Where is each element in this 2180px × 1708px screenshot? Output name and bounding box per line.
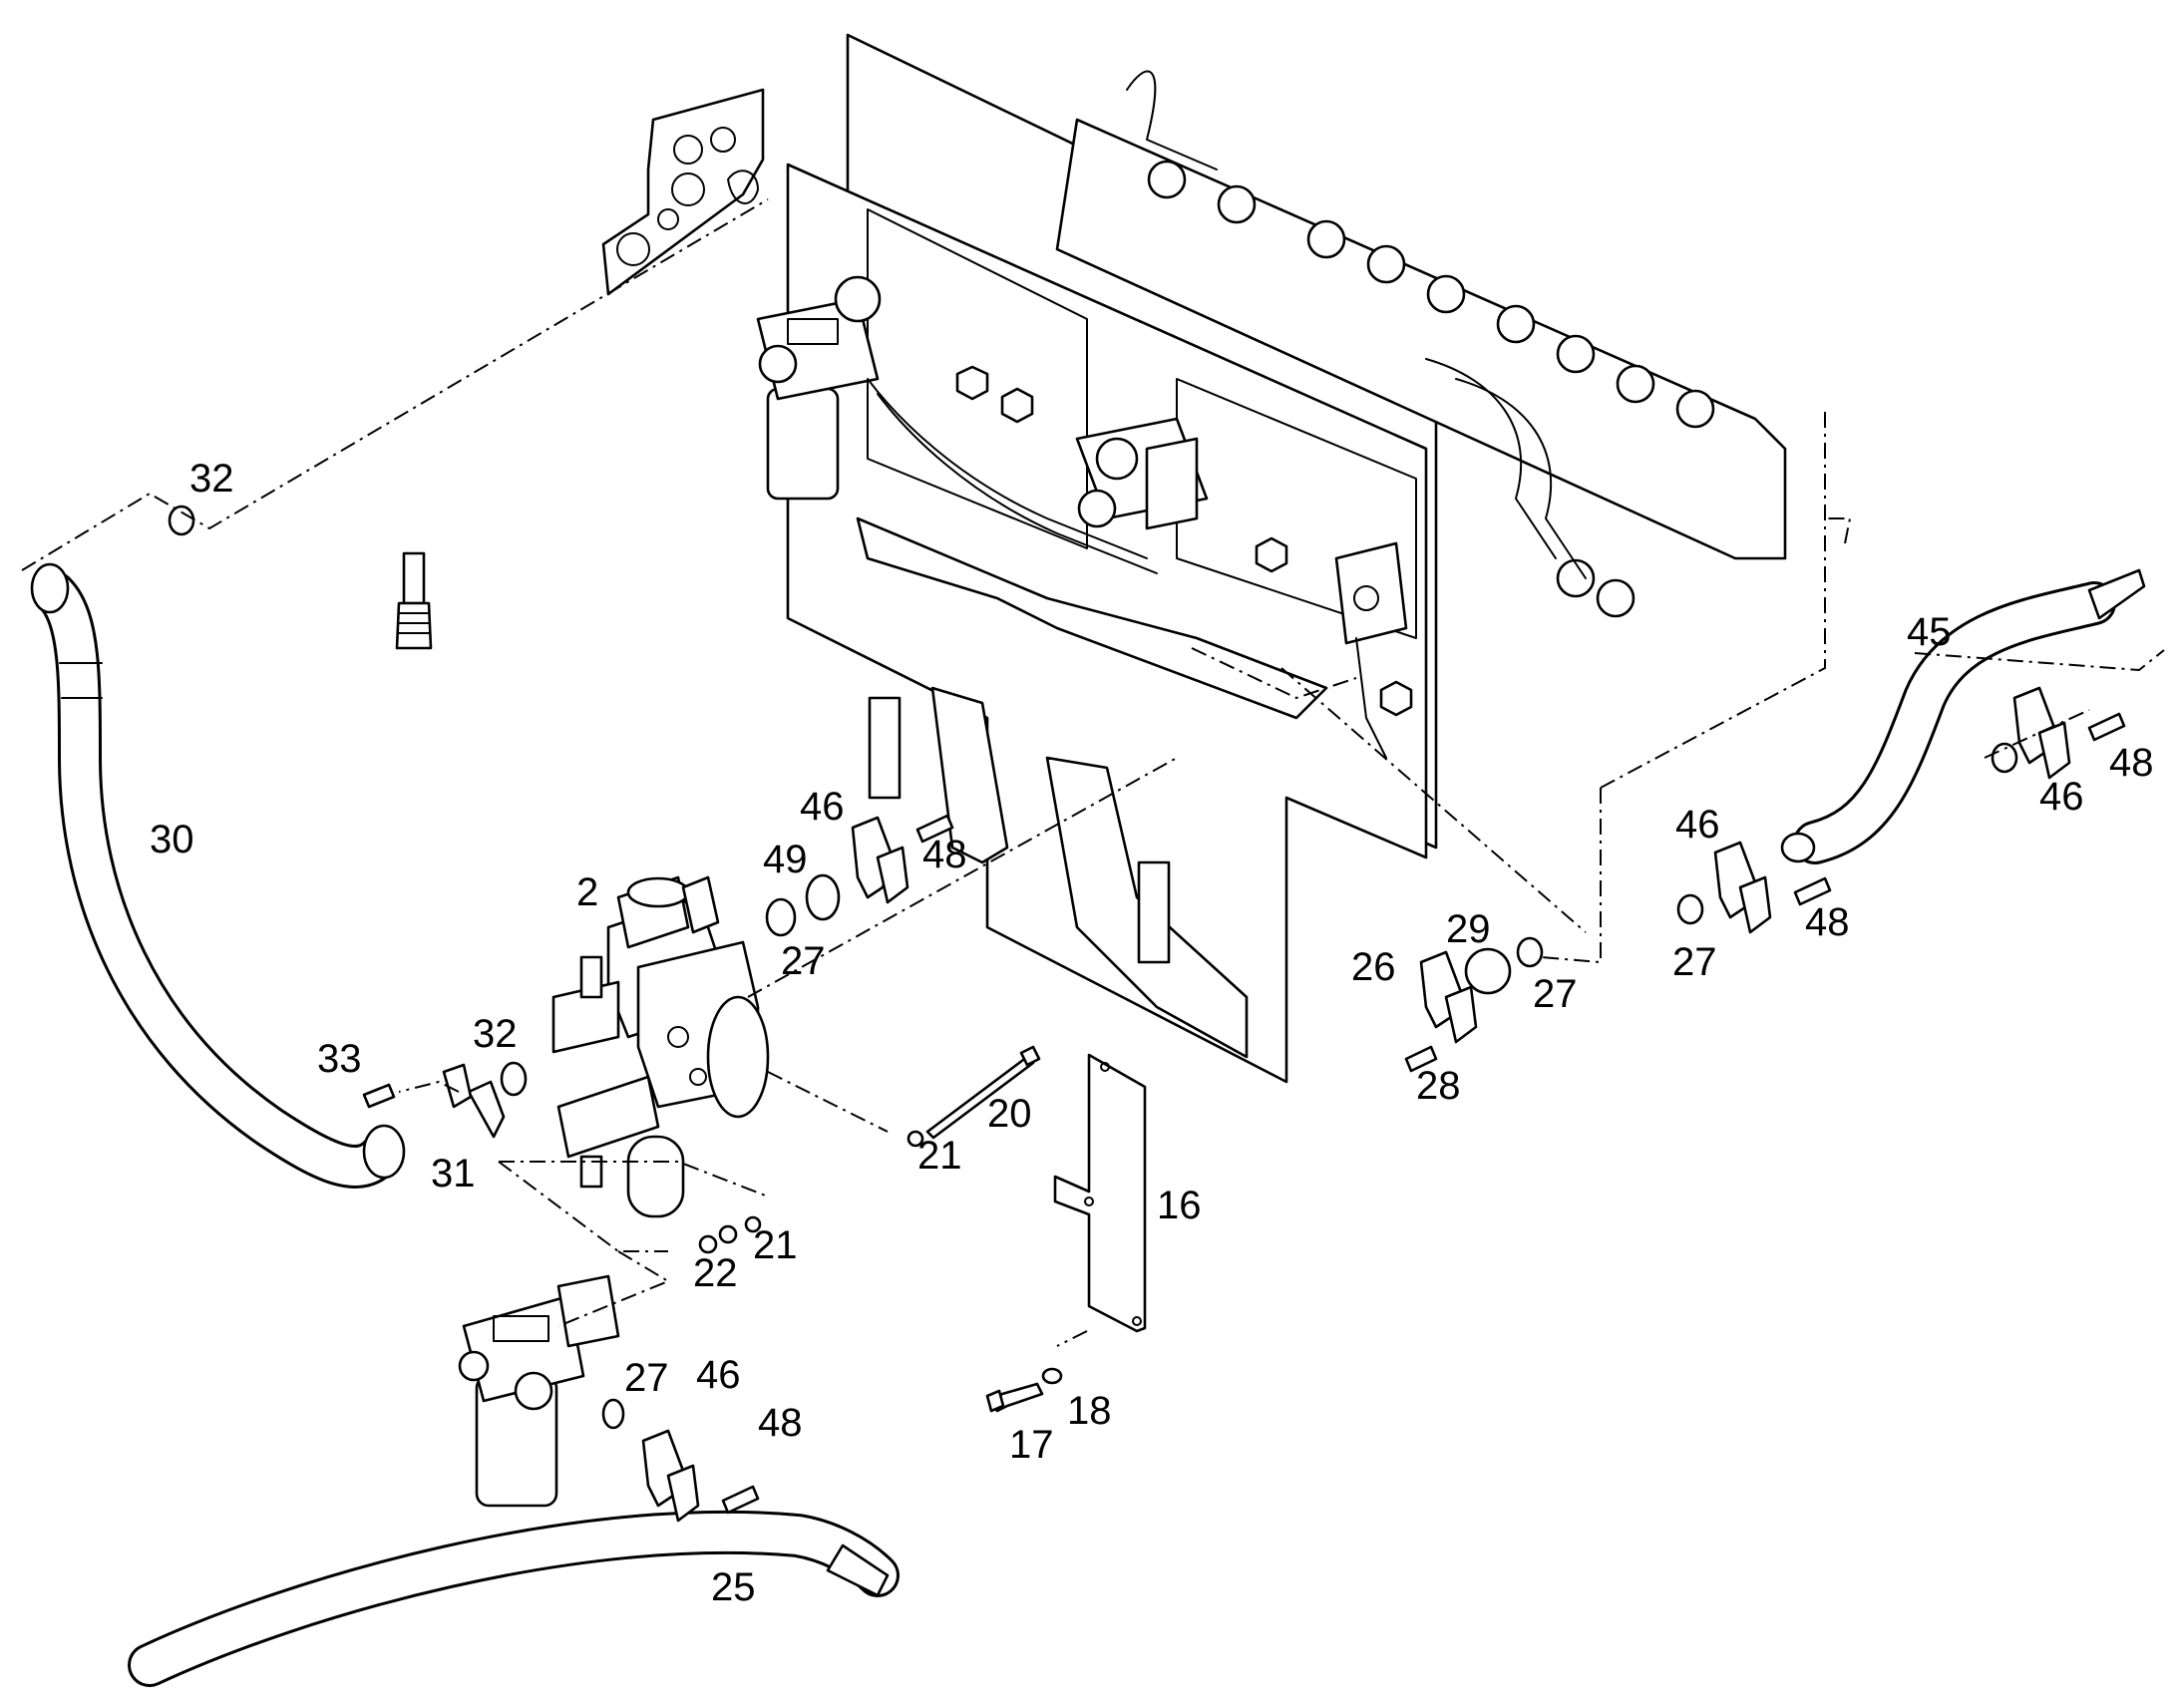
callout-16: 16 [1157,1184,1202,1227]
callout-27-a: 27 [781,939,826,983]
callout-21-b: 21 [753,1223,798,1267]
lower-filter [458,1274,620,1508]
callout-17: 17 [1009,1423,1054,1467]
callout-labels: 2 16 17 18 20 21 21 22 25 26 27 27 27 27… [150,457,2154,1609]
gasket-plate [601,88,765,296]
callout-46-b: 46 [1675,803,1720,847]
callout-46-c: 46 [2039,775,2084,819]
callout-45: 45 [1907,610,1952,654]
bolt-17-washer-18 [985,1367,1063,1413]
callout-28: 28 [1416,1064,1461,1108]
washers-nuts [698,1130,924,1254]
callout-46-d: 46 [696,1353,741,1397]
callout-49: 49 [763,838,808,881]
callout-46-a: 46 [800,785,845,829]
callout-26: 26 [1351,945,1396,989]
callout-48-a: 48 [922,833,967,876]
part-30-hose [30,562,406,1189]
callout-48-b: 48 [1805,900,1850,944]
part-25-hose [128,1510,900,1687]
callout-21-a: 21 [917,1134,962,1178]
callout-48-c: 48 [2109,741,2154,785]
main-frame-assembly [756,33,1787,1084]
callout-27-b: 27 [1533,972,1578,1016]
callout-32-b: 32 [473,1012,518,1056]
callout-27-d: 27 [624,1356,669,1400]
part-20-bolt [925,1045,1041,1140]
callout-2: 2 [576,870,598,914]
callout-30: 30 [150,818,194,861]
manifold-ports [1147,160,1715,618]
callout-32-a: 32 [189,457,234,501]
center-flange-block [1075,417,1209,530]
lower-port-block [1334,541,1408,759]
cap-screws [362,712,2126,1515]
o-rings [168,505,2018,1430]
upper-filter [756,275,882,501]
callout-33: 33 [317,1037,362,1081]
callout-48-d: 48 [758,1401,803,1445]
callout-22: 22 [693,1251,738,1295]
callout-18: 18 [1067,1389,1112,1433]
callout-20: 20 [987,1092,1032,1136]
part-45-hose [1780,568,2146,864]
part-16-plate [1053,1053,1147,1333]
callout-29: 29 [1446,907,1491,951]
callout-25: 25 [711,1565,756,1609]
part-2-valve-block [551,875,770,1218]
callout-27-c: 27 [1672,940,1717,984]
leader-lines [21,198,2165,1347]
callout-31: 31 [431,1152,476,1196]
split-flanges [442,686,2071,1523]
stud-fitting [395,551,433,650]
